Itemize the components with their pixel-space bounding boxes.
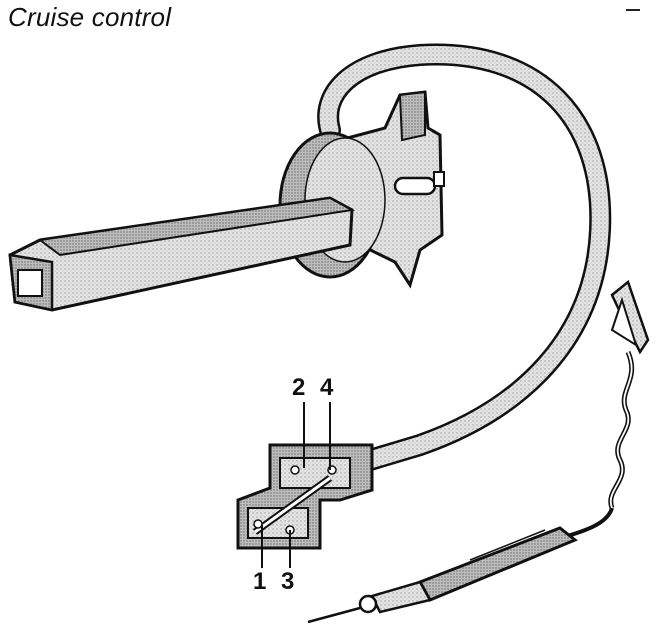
corner-mark [626, 9, 640, 11]
pin-label-4: 4 [320, 374, 334, 401]
pin-label-1: 1 [253, 568, 267, 595]
test-lamp [307, 279, 650, 624]
diagram-title: Cruise control [8, 2, 172, 32]
lever-arm [8, 196, 356, 312]
cable-loop [317, 43, 612, 471]
connector-plug [236, 443, 374, 550]
pin-label-2: 2 [292, 374, 306, 401]
pin-label-3: 3 [281, 568, 295, 595]
pin-leader-lines [261, 402, 331, 568]
